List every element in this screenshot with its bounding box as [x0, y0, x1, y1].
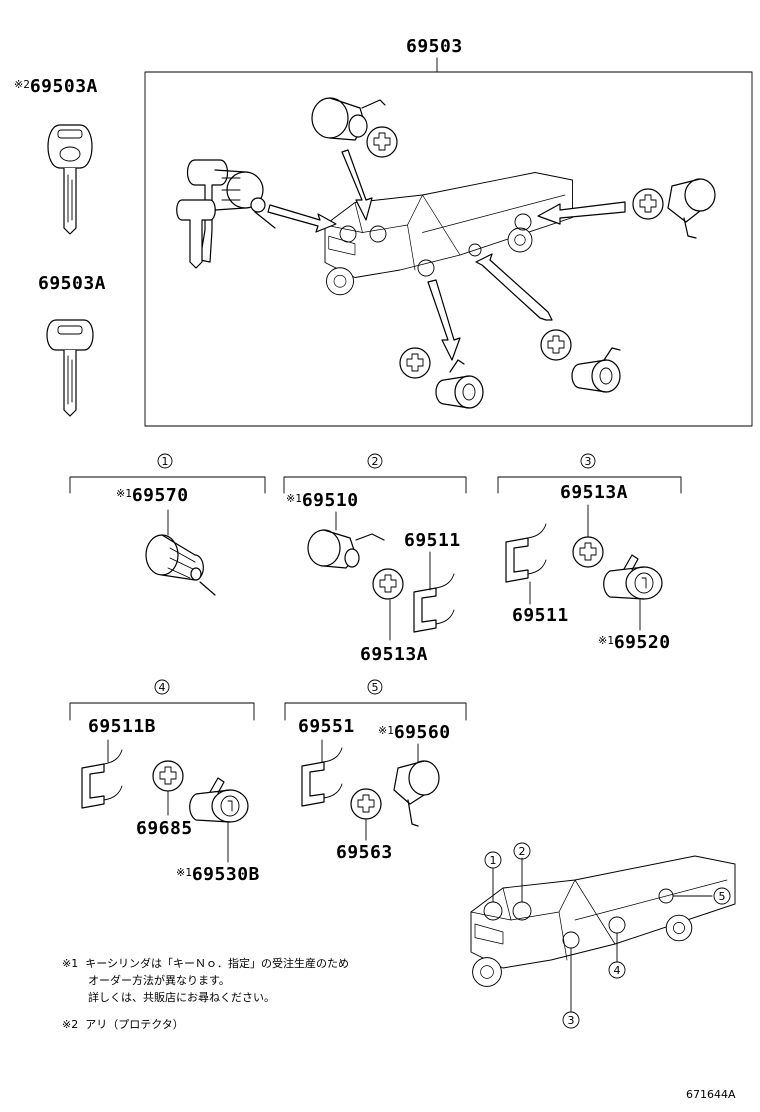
part-69511-drawing-g3: [505, 523, 547, 583]
marker: ※1: [286, 492, 302, 505]
note-1-line-3: 詳しくは、共販店にお尋ねください。: [88, 991, 275, 1004]
label-69551: 69551: [298, 716, 355, 737]
group-bracket-1: [69, 453, 266, 494]
door-lock-bottom-left: [399, 347, 484, 409]
label-69685: 69685: [136, 818, 193, 839]
arrow-5: [475, 253, 553, 321]
key-with-protector: [47, 124, 93, 235]
marker: ※1: [378, 724, 394, 737]
part-number: 69520: [613, 632, 671, 653]
part-69530B-drawing: [189, 777, 249, 823]
group-num-5: 5: [372, 681, 379, 694]
part-69510-drawing: [307, 511, 385, 569]
locator-callout-4: 4: [614, 964, 621, 977]
part-number: 69530B: [191, 864, 260, 885]
part-69511-drawing-g2: [413, 573, 455, 633]
note-2-line-1: アリ（プロテクタ）: [85, 1018, 184, 1031]
label-69570: ※169570: [116, 487, 189, 505]
key-protector-label: ※269503A: [14, 78, 98, 96]
key-standard-label: 69503A: [38, 275, 106, 293]
label-69560: ※169560: [378, 724, 451, 742]
group-bracket-5: [284, 679, 467, 721]
marker: ※1: [598, 634, 614, 647]
key-standard-part-number: 69503A: [38, 273, 107, 294]
part-69513A-drawing-g3: [572, 536, 604, 568]
truck-locator: [470, 855, 736, 987]
arrow-3: [537, 201, 626, 225]
label-69520: ※169520: [598, 634, 671, 652]
locator-callout-2: 2: [519, 845, 526, 858]
part-69563-drawing: [350, 788, 382, 820]
group-num-2: 2: [372, 455, 379, 468]
group-num-4: 4: [159, 681, 166, 694]
marker: ※1: [116, 487, 132, 500]
label-69513A-g3: 69513A: [560, 482, 629, 503]
label-69513A-g2: 69513A: [360, 644, 429, 665]
note-2: ※2 アリ（プロテクタ）: [62, 1016, 184, 1033]
locator-callout-3: 3: [568, 1014, 575, 1027]
key-protector-part-number: 69503A: [29, 76, 98, 97]
group-bracket-4: [69, 679, 255, 721]
key-standard: [46, 319, 94, 417]
part-69520-drawing: [603, 554, 663, 600]
note-1-line-1: キーシリンダは「キーＮｏ．指定」の受注生産のため: [85, 957, 349, 970]
part-69511B-drawing: [81, 749, 123, 809]
ignition-with-keys: [176, 159, 276, 269]
part-69560-drawing: [393, 743, 440, 827]
group-num-1: 1: [162, 455, 169, 468]
label-69530B: ※169530B: [176, 866, 260, 884]
part-69685-drawing: [152, 760, 184, 792]
arrow-1: [267, 204, 337, 233]
part-number: 69510: [301, 490, 359, 511]
part-number: 69560: [393, 722, 451, 743]
label-69511-g2: 69511: [404, 530, 461, 551]
note-1-line-2: オーダー方法が異なります。: [88, 974, 230, 987]
group-bracket-2: [283, 453, 467, 494]
part-69570-drawing: [145, 509, 216, 596]
reference-code: 671644A: [686, 1088, 736, 1101]
door-lock-top: [311, 97, 398, 158]
locator-callout-5: 5: [719, 890, 726, 903]
assembly-frame: [144, 71, 753, 427]
part-number: 69570: [131, 485, 189, 506]
assembly-part-number: 69503: [406, 36, 463, 57]
door-lock-right: [632, 178, 716, 239]
note-2-marker: ※2: [62, 1018, 79, 1031]
marker: ※2: [14, 78, 30, 91]
marker: ※1: [176, 866, 192, 879]
group-bracket-3: [497, 453, 682, 494]
door-lock-bottom-right: [540, 329, 621, 393]
note-1: ※1 キーシリンダは「キーＮｏ．指定」の受注生産のため オーダー方法が異なります…: [62, 955, 349, 1006]
locator-callout-1: 1: [490, 854, 497, 867]
part-69513A-drawing-g2: [372, 568, 404, 600]
arrow-4: [427, 279, 461, 361]
label-69511B: 69511B: [88, 716, 157, 737]
group-num-3: 3: [585, 455, 592, 468]
label-69563: 69563: [336, 842, 393, 863]
label-69511-g3: 69511: [512, 605, 569, 626]
label-69510: ※169510: [286, 492, 359, 510]
note-1-marker: ※1: [62, 957, 79, 970]
arrow-2: [341, 149, 373, 221]
